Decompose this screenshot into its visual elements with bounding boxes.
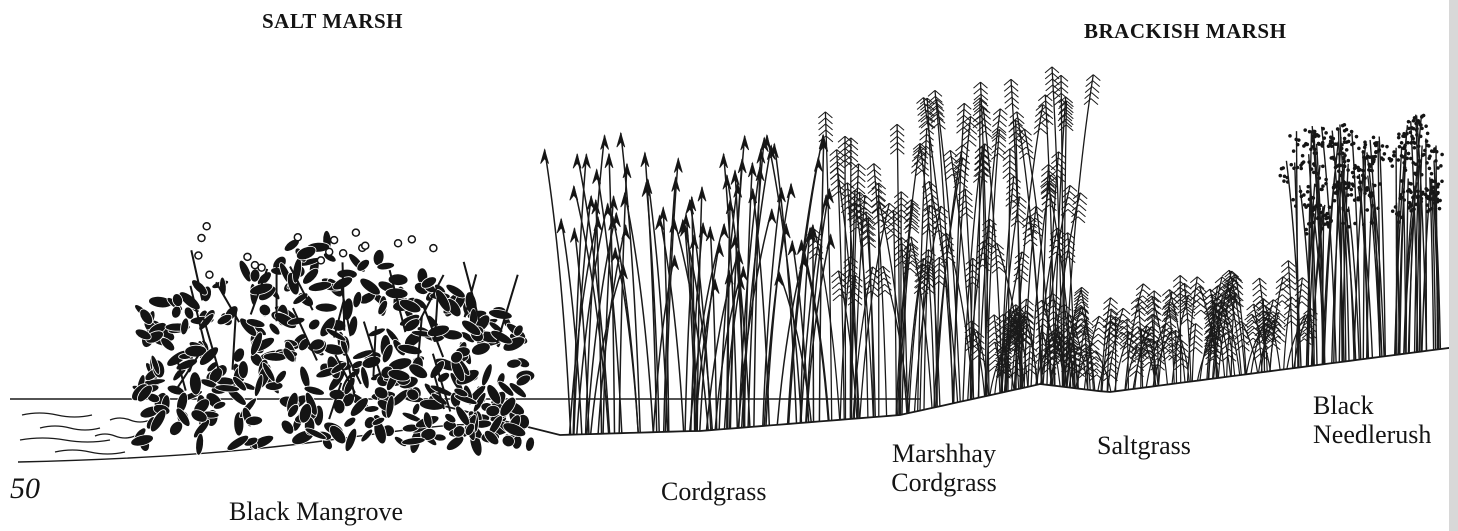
black-mangrove-label: Black Mangrove	[229, 498, 403, 527]
black-needlerush-plants	[1279, 114, 1444, 368]
marshhay-cordgrass-plants	[807, 67, 1100, 421]
marshhay-label-line2: Cordgrass	[874, 469, 1014, 498]
brackish-marsh-heading: BRACKISH MARSH	[1084, 20, 1286, 43]
saltgrass-plants	[1035, 261, 1318, 393]
marshhay-label-line1: Marshhay	[874, 440, 1014, 469]
page-number: 50	[10, 472, 40, 505]
needlerush-label-line1: Black	[1313, 392, 1431, 421]
cordgrass-label: Cordgrass	[661, 478, 766, 507]
marshhay-cordgrass-label: Marshhay Cordgrass	[874, 440, 1014, 497]
page-edge-shadow	[1449, 0, 1458, 531]
black-needlerush-label: Black Needlerush	[1313, 392, 1431, 449]
black-mangrove-shrub	[129, 223, 536, 458]
saltgrass-label: Saltgrass	[1097, 432, 1191, 461]
needlerush-label-line2: Needlerush	[1313, 421, 1431, 450]
salt-marsh-heading: SALT MARSH	[262, 10, 403, 33]
cordgrass-plants	[541, 133, 835, 435]
